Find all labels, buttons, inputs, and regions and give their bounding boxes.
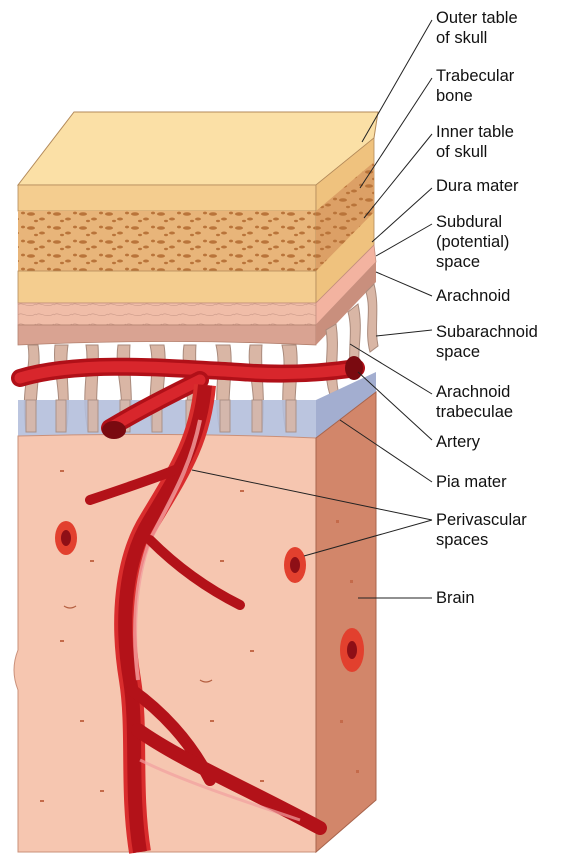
label-inner-table: Inner table of skull — [436, 122, 514, 162]
label-subdural-space: Subdural (potential) space — [436, 212, 509, 272]
label-dura-mater: Dura mater — [436, 176, 519, 196]
label-trabecular-bone: Trabecular bone — [436, 66, 514, 106]
skull-top-face — [18, 112, 378, 185]
label-perivascular-spaces: Perivascular spaces — [436, 510, 527, 550]
label-artery: Artery — [436, 432, 480, 452]
perivascular-space-1 — [55, 521, 77, 555]
perivascular-space-3 — [340, 628, 364, 672]
label-subarachnoid-space: Subarachnoid space — [436, 322, 538, 362]
label-brain: Brain — [436, 588, 475, 608]
label-outer-table: Outer table of skull — [436, 8, 518, 48]
label-pia-mater: Pia mater — [436, 472, 507, 492]
label-arachnoid-trabeculae: Arachnoid trabeculae — [436, 382, 513, 422]
brain-side-face — [316, 392, 376, 852]
label-arachnoid: Arachnoid — [436, 286, 510, 306]
outer-table-front — [18, 185, 316, 211]
perivascular-space-2 — [284, 547, 306, 583]
skull-block — [18, 112, 378, 303]
inner-table-front — [18, 271, 316, 303]
